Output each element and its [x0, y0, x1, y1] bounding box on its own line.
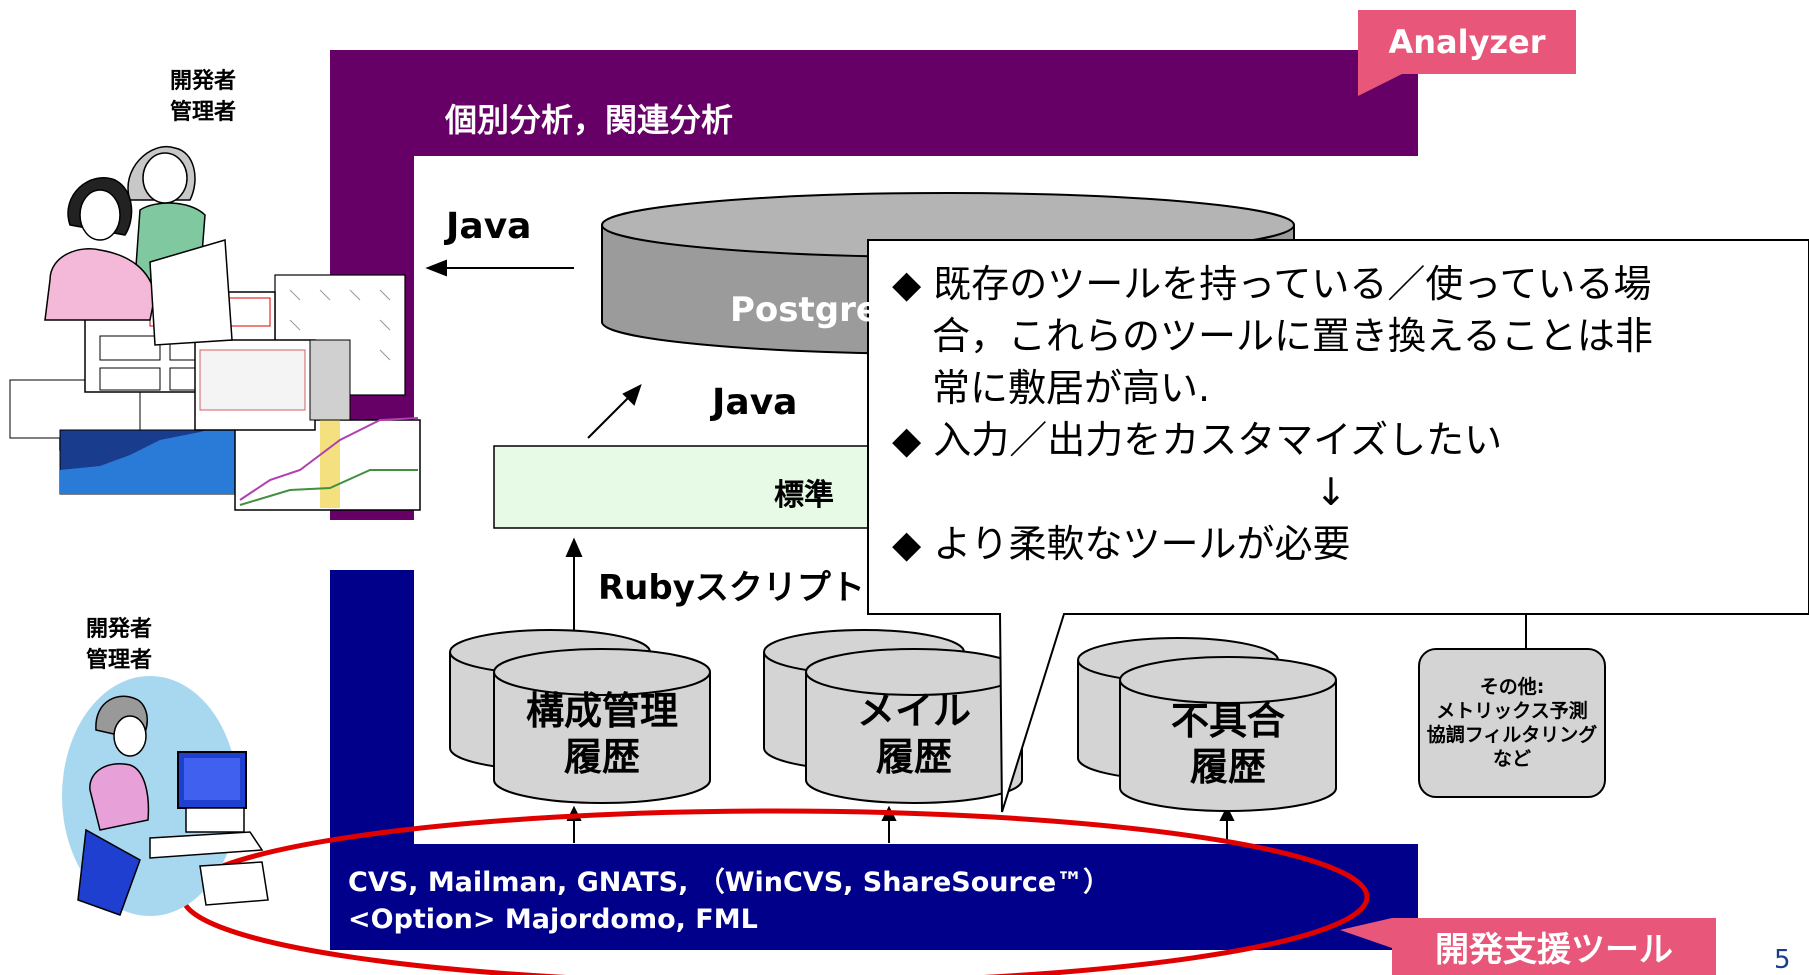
- callout-bullet-1-line-3: 常に敷居が高い.: [932, 366, 1211, 410]
- other-line-1: その他:: [1479, 676, 1545, 698]
- callout-bubble: [867, 239, 1809, 813]
- role-bottom-line-1: 開発者: [85, 617, 152, 642]
- highlight-ellipse: [180, 808, 1370, 975]
- cyl-bug-line-1: 不具合: [1170, 699, 1285, 743]
- cylinder-bug: [1077, 637, 1337, 812]
- callout-bullet-2: ◆ 入力／出力をカスタマイズしたい: [892, 418, 1503, 462]
- other-line-3: 協調フィルタリング: [1426, 724, 1598, 746]
- developer-illustration-bottom: [62, 676, 269, 916]
- cyl-mail-line-1: メイル: [856, 689, 971, 733]
- callout-bullet-1-line-1: ◆ 既存のツールを持っている／使っている場: [892, 262, 1652, 306]
- java-diag-arrow: [587, 384, 642, 439]
- callout-arrow: ↓: [1315, 470, 1347, 514]
- developer-illustration-top: [9, 145, 421, 511]
- other-line-2: メトリックス予測: [1436, 700, 1588, 722]
- analyzer-tag-pointer: [1358, 54, 1418, 96]
- role-label-bottom: 開発者 管理者: [76, 614, 162, 676]
- cylinder-config-mgmt: [449, 629, 711, 804]
- java-left-label: Java: [446, 206, 532, 247]
- cyl-config-label: 構成管理 履歴: [494, 688, 710, 780]
- standard-label: 標準: [774, 478, 834, 513]
- role-top-line-2: 管理者: [169, 100, 236, 125]
- devtool-bottom-band: [330, 844, 1418, 950]
- cyl-mail-label: メイル 履歴: [806, 688, 1022, 780]
- tools-line-1: CVS, Mailman, GNATS, （WinCVS, ShareSourc…: [348, 867, 1111, 898]
- ruby-up-arrow: [565, 537, 583, 640]
- role-bottom-line-2: 管理者: [85, 648, 152, 673]
- dev-tool-tag: 開発支援ツール: [1392, 918, 1716, 975]
- callout-bullet-1-line-2: 合，これらのツールに置き換えることは非: [932, 314, 1653, 358]
- cyl-config-line-1: 構成管理: [525, 689, 678, 733]
- other-line-4: など: [1492, 748, 1531, 770]
- java-mid-label: Java: [712, 382, 798, 423]
- role-label-top: 開発者 管理者: [160, 66, 246, 128]
- other-features-box: その他: メトリックス予測 協調フィルタリング など: [1418, 648, 1606, 798]
- db-label: Postgre: [730, 290, 879, 330]
- tools-line-2: <Option> Majordomo, FML: [348, 904, 758, 935]
- devtool-tag-pointer: [1340, 918, 1392, 948]
- callout-bullet-3: ◆ より柔軟なツールが必要: [892, 522, 1351, 566]
- cyl-bug-line-2: 履歴: [1189, 745, 1266, 789]
- java-left-arrow: [425, 259, 574, 277]
- cyl-config-line-2: 履歴: [563, 735, 640, 779]
- callout-text: ◆ 既存のツールを持っている／使っている場 合，これらのツールに置き換えることは…: [892, 258, 1797, 570]
- analysis-title: 個別分析，関連分析: [445, 101, 734, 139]
- ruby-label: Rubyスクリプト: [598, 568, 865, 608]
- page-number: 5: [1774, 945, 1791, 975]
- cyl-mail-line-2: 履歴: [875, 735, 952, 779]
- role-top-line-1: 開発者: [169, 69, 236, 94]
- cylinder-mail: [763, 629, 1023, 804]
- cyl-bug-label: 不具合 履歴: [1120, 698, 1336, 790]
- analyzer-top-band: [330, 50, 1418, 156]
